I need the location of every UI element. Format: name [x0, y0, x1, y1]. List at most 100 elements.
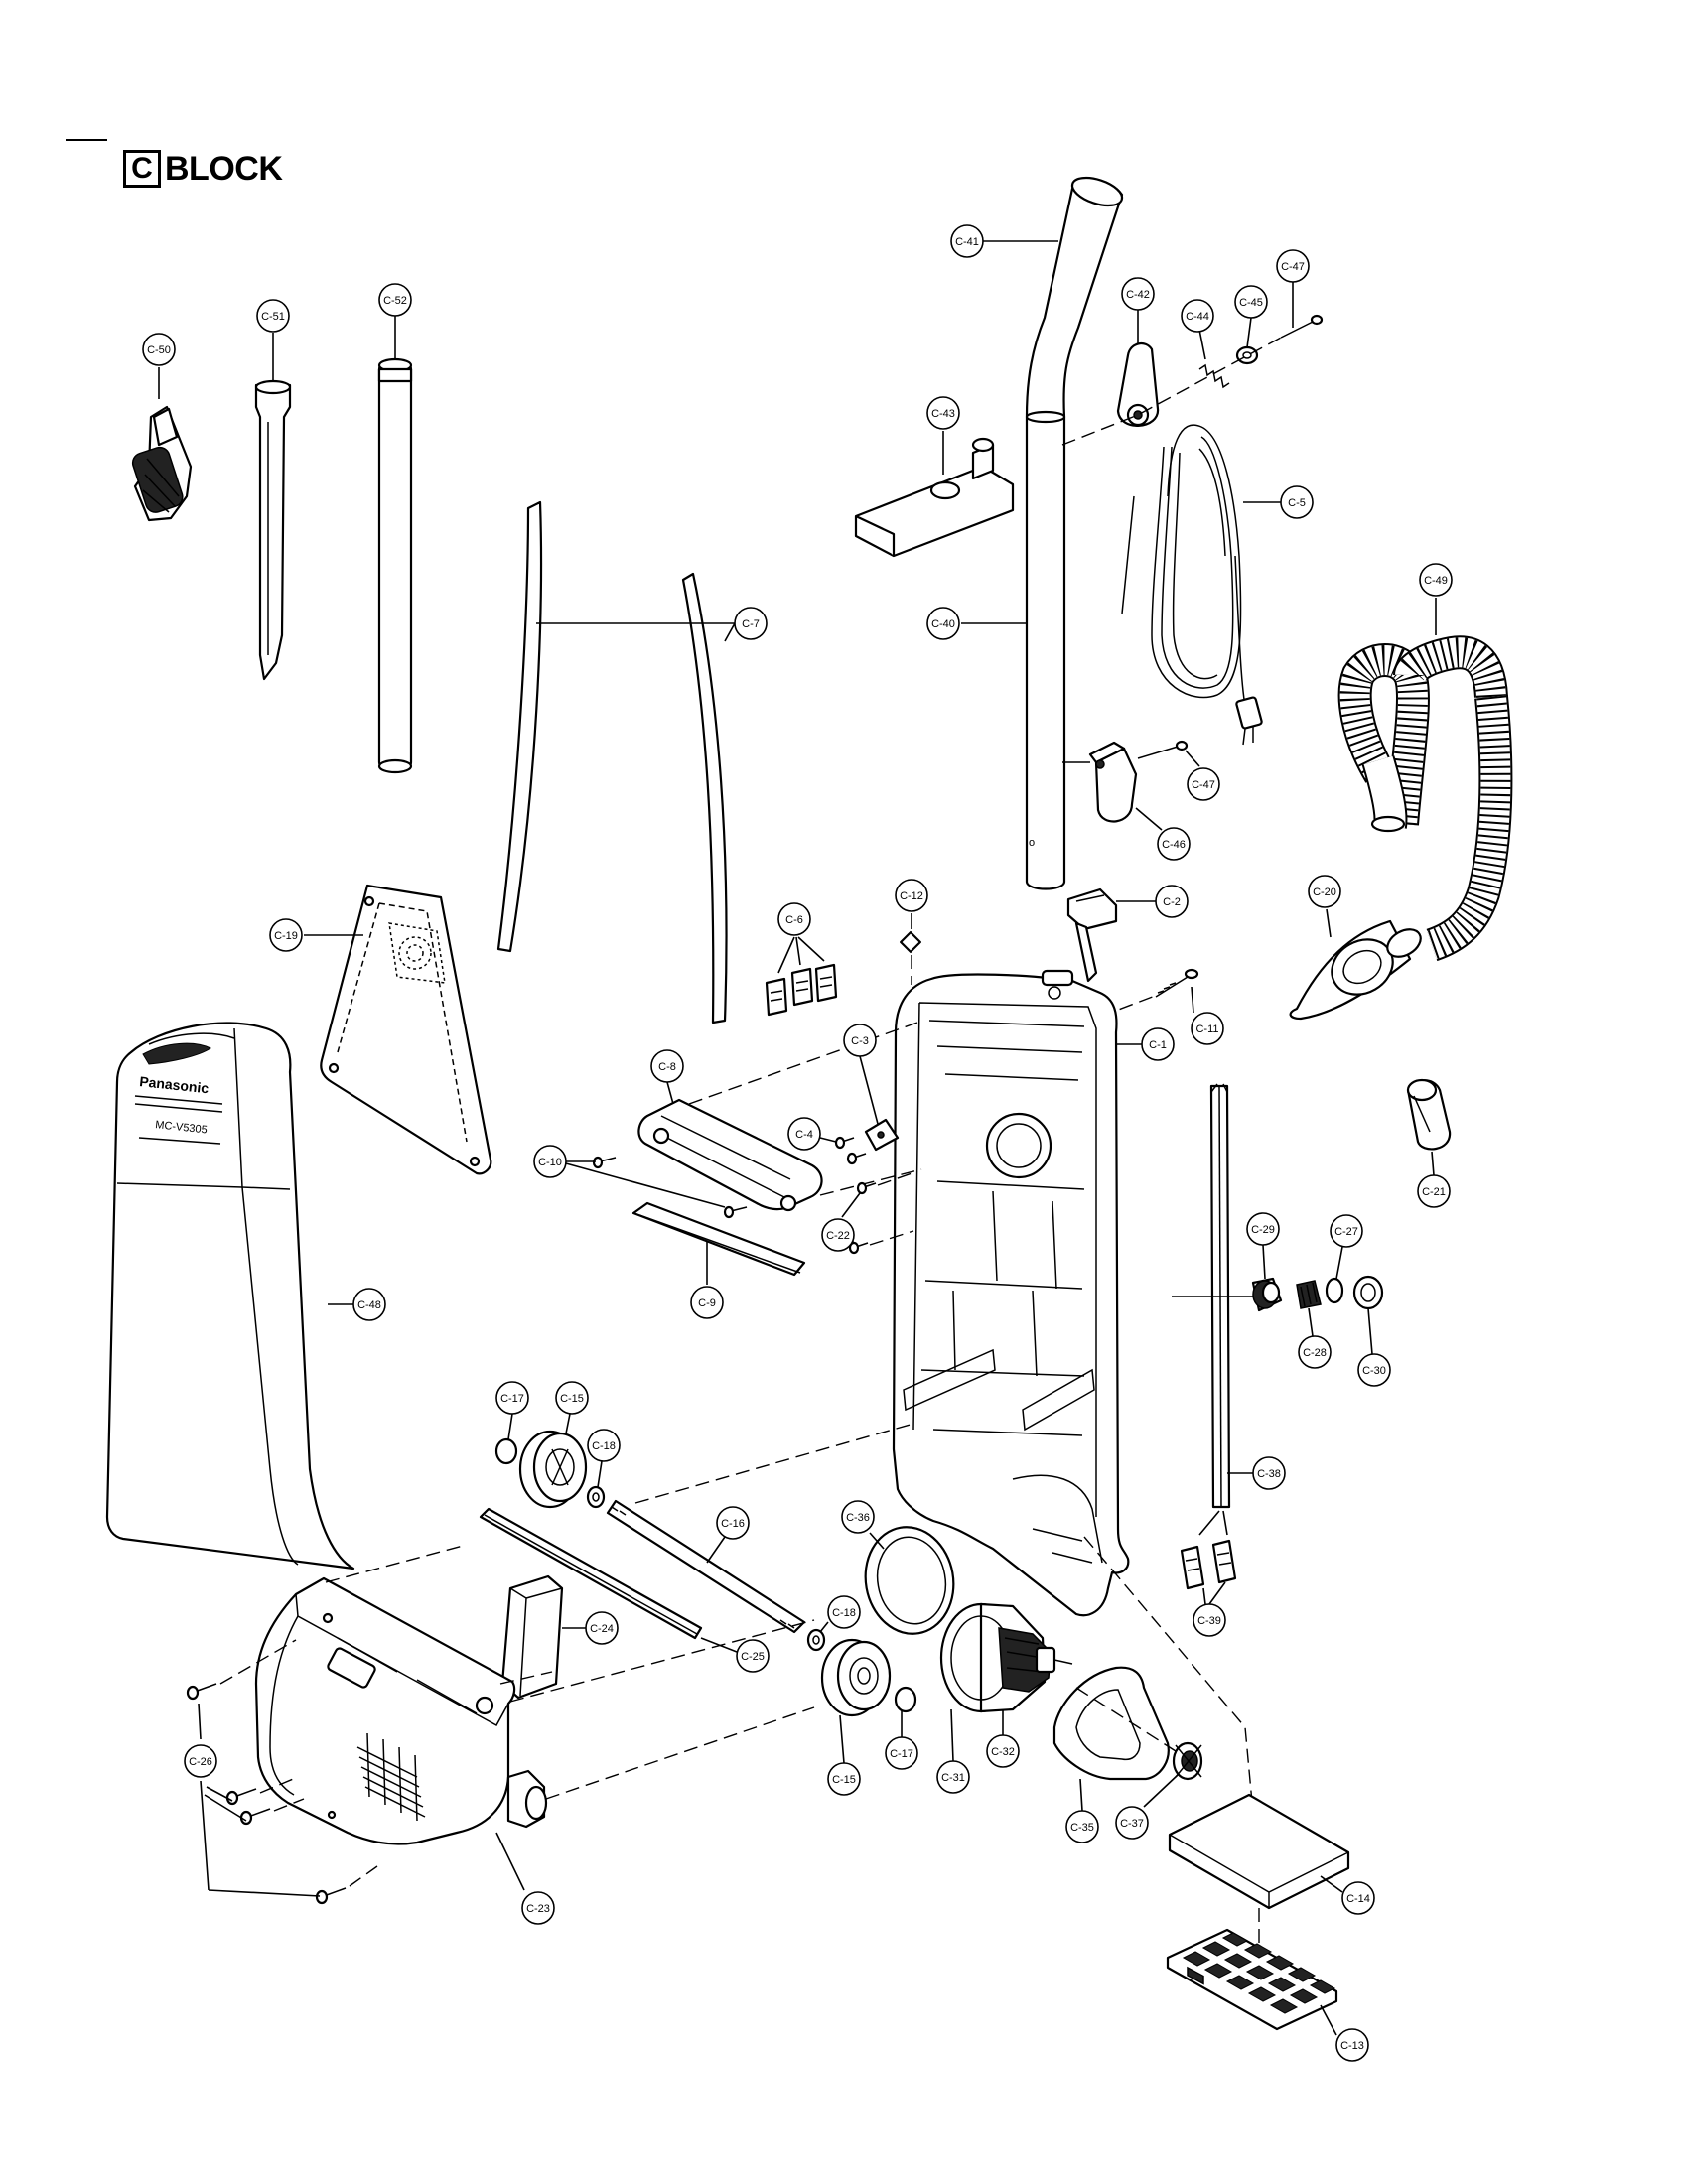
- callout-circle: [926, 396, 960, 430]
- callout-circle: [1246, 1212, 1280, 1246]
- header-rule: [66, 139, 107, 141]
- leader-c14: [1320, 1875, 1343, 1893]
- callout-c18b: C-18: [827, 1595, 861, 1629]
- callout-circle: [142, 333, 176, 366]
- callout-circle: [986, 1734, 1020, 1768]
- leader-c30: [1367, 1307, 1373, 1355]
- leader-c6: [777, 936, 825, 974]
- callout-circle: [1065, 1810, 1099, 1843]
- leader-c44: [1198, 329, 1206, 360]
- callout-text: C-30: [1362, 1365, 1386, 1377]
- callout-c5: C-5: [1280, 485, 1314, 519]
- callout-circle: [827, 1762, 861, 1796]
- callout-c35: C-35: [1065, 1810, 1099, 1843]
- leader-c38-to-c39: [1198, 1510, 1228, 1536]
- part-c24-small-filter: [500, 1574, 564, 1700]
- part-c40-lower-handle: o: [1025, 410, 1066, 890]
- assembly-line-hook: [1061, 337, 1282, 446]
- callout-c11: C-11: [1191, 1012, 1224, 1045]
- callout-text: C-31: [941, 1772, 965, 1784]
- part-c9-strip: [632, 1201, 806, 1277]
- callout-text: C-49: [1424, 575, 1448, 587]
- callout-c18a: C-18: [587, 1429, 621, 1462]
- callout-c30: C-30: [1357, 1353, 1391, 1387]
- callout-circle: [821, 1218, 855, 1252]
- leader-c29: [1262, 1244, 1266, 1280]
- grille-slots: [1187, 1966, 1204, 1985]
- callout-circle: [587, 1429, 621, 1462]
- callout-c47a: C-47: [1276, 249, 1310, 283]
- part-c51-crevice-tool: [254, 379, 292, 681]
- callout-c32: C-32: [986, 1734, 1020, 1768]
- callout-text: C-44: [1186, 311, 1209, 323]
- callout-text: C-41: [955, 236, 979, 248]
- part-c31-motor: [939, 1602, 1073, 1713]
- block-title-text: BLOCK: [165, 149, 283, 188]
- callout-circle: [1419, 563, 1453, 597]
- callout-text: C-15: [832, 1774, 856, 1786]
- bag-model-lettering: MC-V5305: [155, 1119, 209, 1136]
- callout-circle: [1181, 299, 1214, 333]
- callout-circle: [736, 1639, 770, 1673]
- callout-circle: [734, 607, 768, 640]
- callout-text: C-42: [1126, 289, 1150, 301]
- callout-c47b: C-47: [1187, 767, 1220, 801]
- callout-circle: [1330, 1214, 1363, 1248]
- assembly-lines-c23: [325, 1544, 815, 1800]
- assembly-lines-c8: [688, 1022, 922, 1196]
- callout-c15a: C-15: [555, 1381, 589, 1415]
- callout-c38: C-38: [1252, 1456, 1286, 1490]
- part-c20-hose-end: [1289, 919, 1422, 1021]
- part-c5-power-cord: [1121, 424, 1263, 746]
- callout-text: C-46: [1162, 839, 1186, 851]
- leader-c10: [565, 1160, 726, 1208]
- callout-text: C-35: [1070, 1822, 1094, 1834]
- callout-c15b: C-15: [827, 1762, 861, 1796]
- callout-c19: C-19: [269, 918, 303, 952]
- callout-c1: C-1: [1141, 1027, 1175, 1061]
- callout-circle: [521, 1891, 555, 1925]
- callout-c48: C-48: [352, 1288, 386, 1321]
- part-c29-axle-bushing: [1251, 1277, 1283, 1312]
- callout-c46: C-46: [1157, 827, 1191, 861]
- part-c42-cord-hook: [1116, 341, 1160, 427]
- callout-c17a: C-17: [495, 1381, 529, 1415]
- leader-c15b: [839, 1714, 845, 1764]
- callout-c31: C-31: [936, 1760, 970, 1794]
- callout-c25: C-25: [736, 1639, 770, 1673]
- leader-c46: [1135, 807, 1163, 831]
- callout-circle: [1335, 2028, 1369, 2062]
- callout-c29: C-29: [1246, 1212, 1280, 1246]
- callout-circle: [1155, 885, 1189, 918]
- callout-circle: [650, 1049, 684, 1083]
- callout-text: C-12: [900, 890, 923, 902]
- callout-text: C-9: [698, 1297, 716, 1309]
- callout-c10: C-10: [533, 1145, 567, 1178]
- part-c1-main-body: [892, 969, 1130, 1617]
- callout-circle: [1276, 249, 1310, 283]
- part-c11-screw: [1155, 968, 1199, 998]
- leader-c13: [1320, 2004, 1337, 2036]
- callout-text: C-17: [500, 1393, 524, 1405]
- part-c10-screws: [592, 1156, 748, 1219]
- callout-circle: [690, 1286, 724, 1319]
- part-c48-bag-cover: Panasonic MC-V5305: [105, 1022, 355, 1570]
- callout-text: C-38: [1257, 1468, 1281, 1480]
- callout-text: C-32: [991, 1746, 1015, 1758]
- callout-circle: [585, 1611, 619, 1645]
- part-c38-strip: [1209, 1083, 1231, 1509]
- callout-circle: [936, 1760, 970, 1794]
- callout-text: C-24: [590, 1623, 614, 1635]
- callout-text: C-50: [147, 344, 171, 356]
- leader-c7: [536, 622, 736, 642]
- callout-circle: [1115, 1806, 1149, 1840]
- leader-c37: [1143, 1774, 1179, 1808]
- callout-text: C-17: [890, 1748, 913, 1760]
- callout-c37: C-37: [1115, 1806, 1149, 1840]
- part-c16-axle: [606, 1499, 806, 1634]
- part-c12-nut: [900, 931, 921, 953]
- assembly-lines-c26: [219, 1639, 378, 1887]
- part-c21-clip: [1406, 1078, 1452, 1151]
- callout-text: C-39: [1197, 1615, 1221, 1627]
